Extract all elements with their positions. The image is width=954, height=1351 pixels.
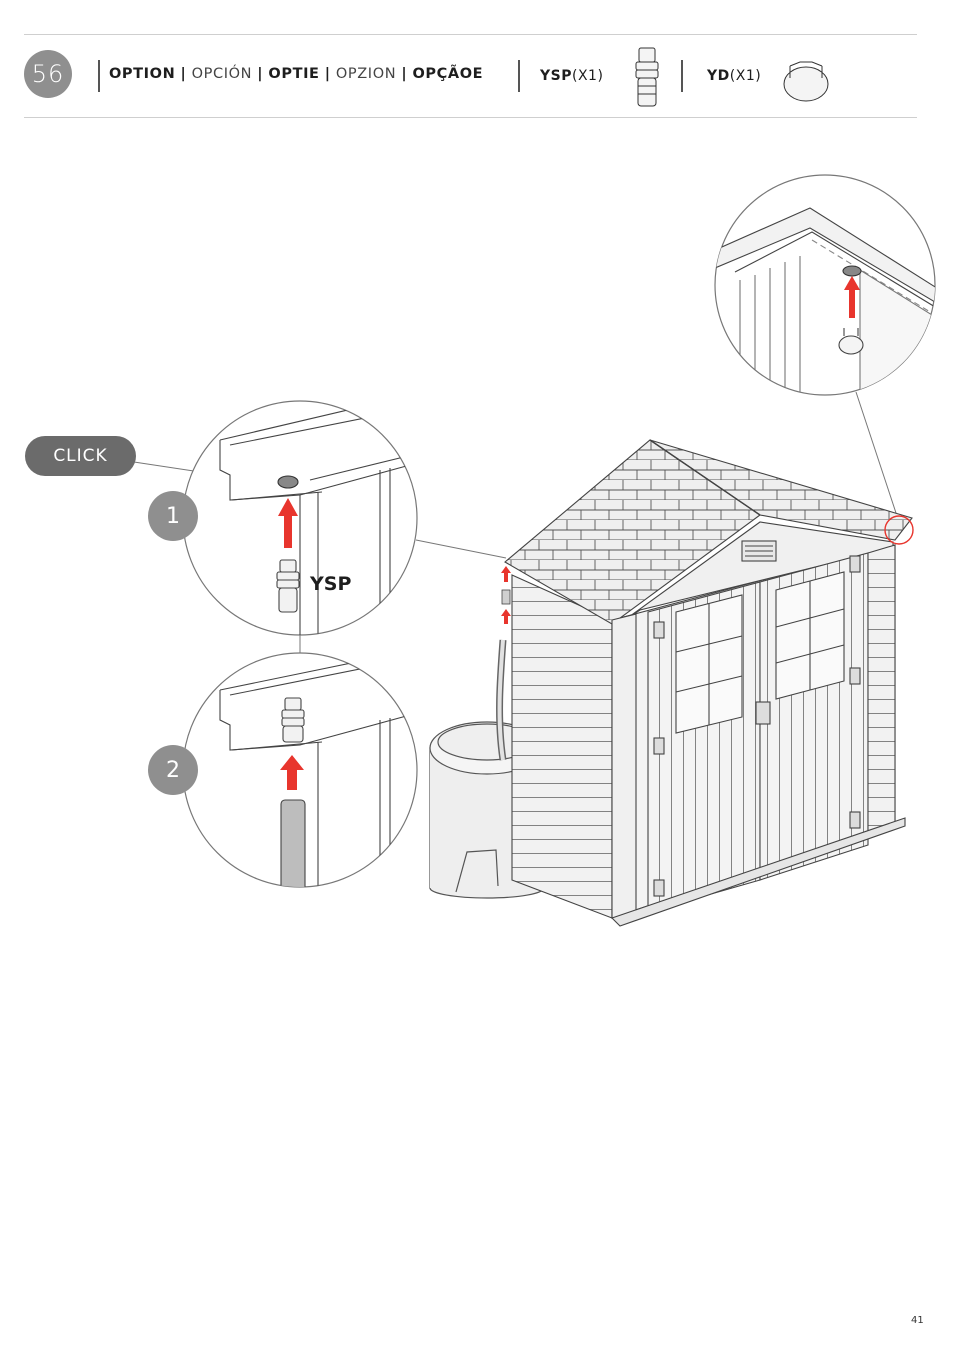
- title-separator: |: [180, 66, 187, 82]
- part-qty: (X1): [729, 68, 762, 84]
- step-number-badge: 56: [24, 50, 72, 98]
- page-number: 41: [911, 1315, 924, 1326]
- title-opzion: OPZION: [335, 66, 397, 82]
- part-code: YD: [707, 68, 730, 84]
- title-separator: |: [257, 66, 264, 82]
- title-separator: |: [324, 66, 331, 82]
- step2-badge: 2: [148, 745, 198, 795]
- title-optie: OPTIE: [268, 66, 320, 82]
- gutter-fitting-arrows: [501, 566, 511, 624]
- header-divider: [98, 60, 100, 92]
- header-bottom-rule: [24, 117, 917, 118]
- header-divider: [681, 60, 683, 92]
- yd-cap-icon: [783, 61, 829, 102]
- part-code: YSP: [540, 68, 572, 84]
- detail-circle-step1: [182, 400, 418, 636]
- ysp-callout-label: YSP: [310, 573, 352, 595]
- shed: [504, 439, 913, 927]
- highlight-circle: [884, 515, 914, 545]
- detail-circle-step2: [182, 652, 418, 888]
- title-separator: |: [401, 66, 408, 82]
- header-divider: [518, 60, 520, 92]
- detail-circle-corner: [714, 174, 936, 396]
- title-opcaoe: OPÇÃOE: [412, 66, 484, 82]
- header-top-rule: [24, 34, 917, 35]
- option-title: OPTION | OPCIÓN | OPTIE | OPZION | OPÇÃO…: [109, 66, 483, 82]
- detail-leader-line: [415, 539, 507, 559]
- step1-badge: 1: [148, 491, 198, 541]
- part-qty: (X1): [571, 68, 604, 84]
- ysp-connector-icon: [635, 47, 659, 107]
- title-opcion: OPCIÓN: [191, 66, 253, 82]
- detail-leader-line: [855, 391, 898, 517]
- part-ysp-label: YSP(X1): [540, 68, 603, 84]
- click-badge: CLICK: [25, 436, 136, 476]
- part-yd-label: YD(X1): [707, 68, 761, 84]
- title-option: OPTION: [109, 66, 176, 82]
